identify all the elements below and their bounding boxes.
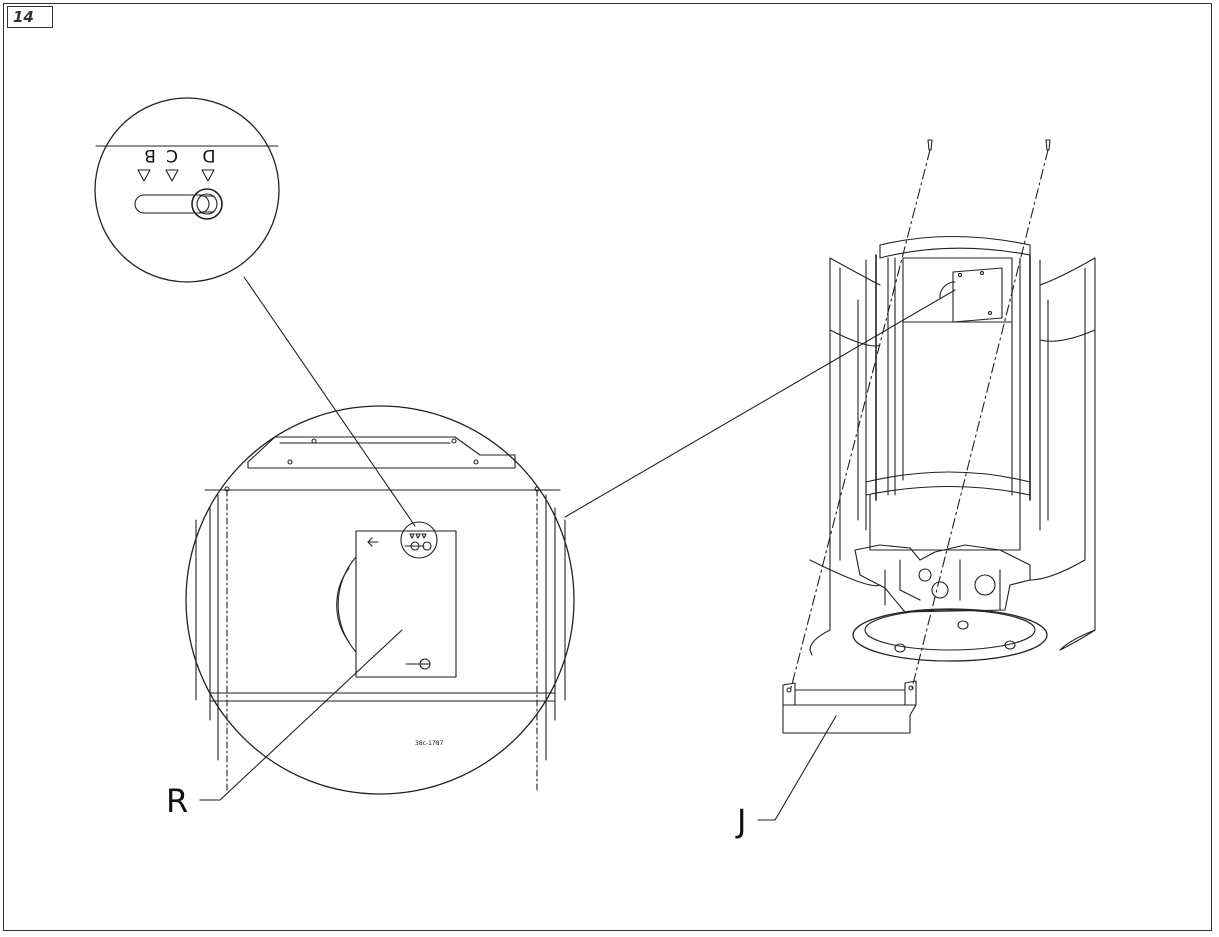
adjust-knob-icon: [191, 188, 223, 220]
base-ring: [852, 608, 1048, 662]
leader-detail-to-small-circle: [243, 276, 416, 527]
figure-frame: [3, 3, 1212, 931]
zoom-circle-positions: B C D: [94, 97, 280, 283]
zoom-target-circle: [400, 521, 438, 559]
screw-icon: [1045, 139, 1051, 151]
leader-j: [757, 715, 837, 821]
stove-assembly: [790, 139, 1096, 689]
figure-number: 14: [7, 6, 53, 28]
part-j-plate: [782, 680, 917, 734]
position-label-b: B: [144, 145, 156, 165]
zoom-circle-panel: 38c-1787: [185, 405, 575, 795]
label-j: J: [735, 802, 746, 840]
triangle-icon: [165, 169, 179, 182]
arrow-left-icon: [367, 537, 379, 547]
triangle-icon: [201, 169, 215, 182]
triangle-icon: [137, 169, 151, 182]
leader-r: [199, 629, 403, 801]
part-code: 38c-1787: [415, 740, 444, 747]
adjust-plate: [355, 530, 457, 678]
label-r: R: [166, 782, 188, 820]
screw-icon: [927, 139, 933, 151]
adjust-slot: [134, 194, 210, 214]
leader-detail-to-stove: [564, 289, 956, 518]
position-label-d: D: [202, 145, 215, 165]
position-label-c: C: [166, 145, 178, 165]
